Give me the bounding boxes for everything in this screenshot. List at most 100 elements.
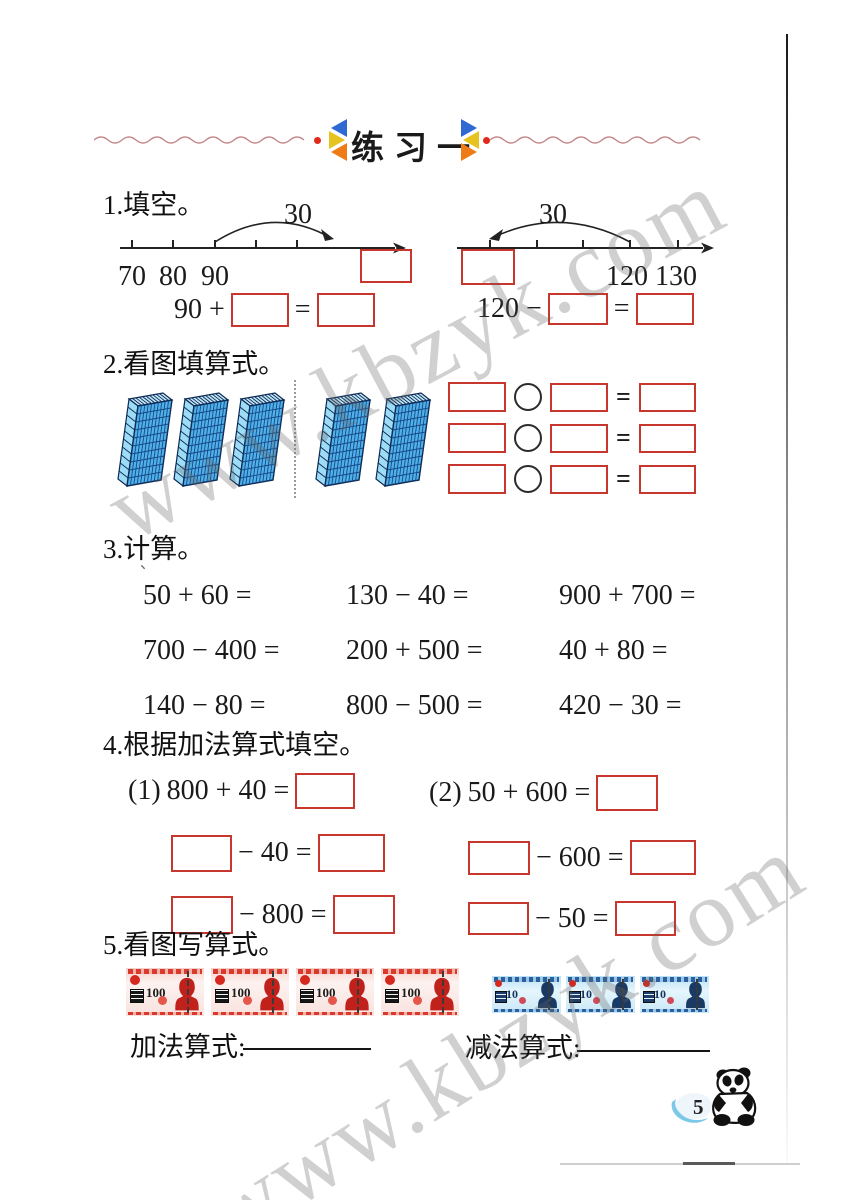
page-title: 练习一	[351, 131, 480, 167]
answer-box[interactable]	[230, 293, 289, 327]
banknote-100-yuan: 100	[296, 968, 374, 1016]
answer-box[interactable]	[317, 834, 385, 872]
equals-sign: =	[616, 423, 631, 452]
answer-box[interactable]	[316, 293, 375, 327]
math-problem: 50 + 60 =	[143, 580, 252, 611]
portrait-icon	[538, 981, 557, 1009]
answer-box[interactable]	[461, 249, 515, 285]
math-problem: 200 + 500 =	[346, 635, 483, 666]
svg-text:80: 80	[159, 261, 187, 292]
wavy-line-left	[94, 136, 305, 144]
qr-pattern-icon	[215, 989, 229, 1003]
q2-label: 2.看图填算式。	[103, 349, 286, 379]
operator-circle[interactable]	[514, 424, 542, 452]
seal-icon	[215, 975, 225, 985]
flower-icon	[328, 996, 337, 1005]
banknote-10-yuan: 10	[640, 976, 709, 1013]
flower-icon	[519, 997, 526, 1004]
kite-decoration-left-icon	[329, 119, 347, 161]
equals-sign: =	[294, 294, 311, 325]
portrait-icon	[686, 981, 705, 1009]
svg-text:90: 90	[201, 261, 229, 292]
red-banknotes-row: 100 100 100 100	[126, 968, 459, 1016]
math-problem: 800 − 500 =	[346, 690, 483, 721]
answer-box[interactable]	[638, 382, 696, 412]
dotted-divider	[294, 380, 296, 498]
seal-icon	[385, 975, 395, 985]
stray-mark: 、	[140, 556, 156, 572]
q4-part2-addition: 50 + 600 =	[467, 777, 591, 808]
page-edge-artifact	[560, 1163, 800, 1165]
q4-part2-sub1: − 600 =	[536, 841, 624, 873]
seal-icon	[495, 980, 502, 987]
seal-icon	[130, 975, 140, 985]
answer-box[interactable]	[629, 840, 696, 875]
answer-box[interactable]	[638, 464, 696, 494]
answer-box[interactable]	[468, 840, 530, 875]
panda-icon	[712, 1067, 757, 1126]
answer-box[interactable]	[360, 249, 412, 283]
answer-box[interactable]	[171, 895, 233, 934]
flower-icon	[243, 996, 252, 1005]
answer-box[interactable]	[547, 293, 608, 325]
q2-answer-rows: = = =	[448, 382, 696, 494]
svg-text:120: 120	[606, 261, 648, 292]
red-dot-right	[483, 137, 490, 144]
flower-icon	[667, 997, 674, 1004]
portrait-icon	[612, 981, 631, 1009]
q4-part1-index: (1)	[128, 775, 161, 806]
qr-pattern-icon	[130, 989, 144, 1003]
banknote-100-yuan: 100	[126, 968, 204, 1016]
answer-box[interactable]	[171, 834, 232, 872]
answer-box[interactable]	[332, 895, 395, 934]
answer-box[interactable]	[550, 423, 608, 453]
q1-right-eq-prefix: 120 −	[477, 293, 542, 324]
svg-text:30: 30	[284, 199, 312, 230]
qr-pattern-icon	[643, 991, 655, 1003]
q5-subtraction-label: 减法算式:	[465, 1033, 581, 1063]
answer-line[interactable]	[243, 1048, 371, 1050]
hundred-block	[229, 392, 286, 488]
answer-box[interactable]	[596, 775, 659, 811]
answer-box[interactable]	[448, 423, 506, 453]
answer-box[interactable]	[448, 382, 506, 412]
operator-circle[interactable]	[514, 383, 542, 411]
answer-box[interactable]	[550, 382, 608, 412]
answer-box[interactable]	[468, 902, 529, 935]
answer-box[interactable]	[638, 423, 696, 453]
math-problem: 140 − 80 =	[143, 690, 266, 721]
svg-text:130: 130	[655, 261, 697, 292]
q4-label: 4.根据加法算式填空。	[103, 730, 367, 760]
flower-icon	[413, 996, 422, 1005]
answer-box[interactable]	[635, 293, 694, 325]
q3-problems-grid: 50 + 60 =130 − 40 =900 + 700 =700 − 400 …	[143, 580, 713, 745]
answer-box[interactable]	[550, 464, 608, 494]
q4-part1-sub2: − 800 =	[239, 898, 327, 930]
math-problem: 130 − 40 =	[346, 580, 469, 611]
svg-text:30: 30	[539, 199, 567, 230]
red-dot-left	[314, 137, 321, 144]
hundred-block	[315, 392, 372, 488]
q1-label: 1.填空。	[103, 190, 205, 220]
flower-icon	[593, 997, 600, 1004]
answer-box[interactable]	[614, 901, 676, 936]
answer-line[interactable]	[577, 1050, 710, 1052]
flower-icon	[158, 996, 167, 1005]
operator-circle[interactable]	[514, 465, 542, 493]
answer-box[interactable]	[448, 464, 506, 494]
page-number: 5	[693, 1095, 704, 1119]
answer-box[interactable]	[295, 773, 356, 809]
equals-sign: =	[613, 293, 630, 324]
qr-pattern-icon	[300, 989, 314, 1003]
math-problem: 700 − 400 =	[143, 635, 280, 666]
swoosh-icon	[671, 1093, 712, 1123]
banknote-10-yuan: 10	[566, 976, 635, 1013]
banknote-10-yuan: 10	[492, 976, 561, 1013]
equals-sign: =	[616, 464, 631, 493]
q2-answer-row: =	[448, 423, 696, 453]
q5-label: 5.看图写算式。	[103, 930, 286, 960]
page-edge-artifact-dark	[683, 1162, 735, 1165]
hundred-block	[117, 392, 174, 488]
